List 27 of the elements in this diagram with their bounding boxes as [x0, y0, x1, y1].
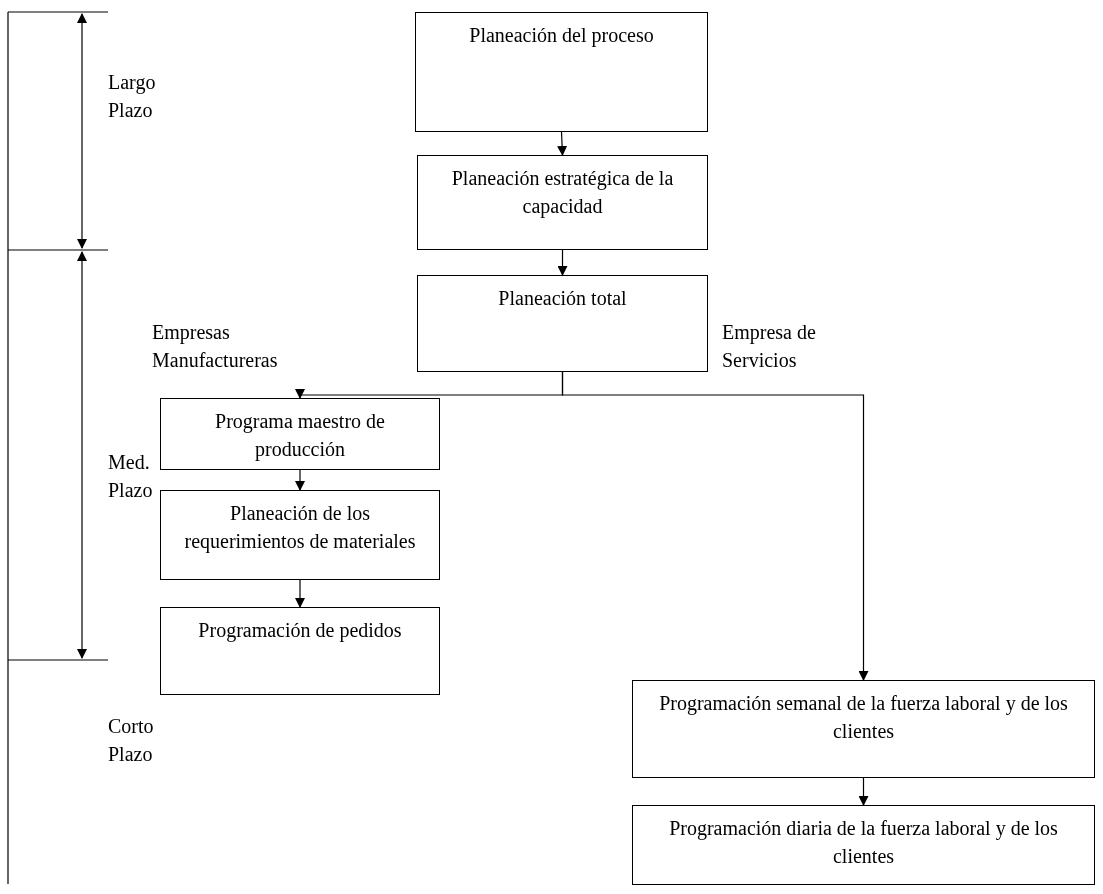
box-text: Programa maestro de producción	[214, 409, 386, 463]
box-text: Planeación total	[498, 286, 627, 311]
arrow	[557, 249, 568, 276]
box-text: Programación semanal de la fuerza laboral y de los clientes	[658, 691, 1069, 744]
box-text: Planeación de los requerimientos de materiales	[183, 501, 417, 555]
label-text: Empresa de Servicios	[722, 320, 817, 373]
label-text: Corto Plazo	[108, 714, 155, 767]
arrow	[557, 131, 568, 156]
box-text: Planeación estratégica de la capacidad	[450, 166, 675, 220]
process-box	[415, 12, 708, 132]
box-text: Programación diaria de la fuerza laboral y de los clientes	[668, 816, 1059, 869]
process-box	[160, 607, 440, 695]
process-box	[417, 275, 708, 372]
process-box	[632, 680, 1095, 778]
process-box	[417, 155, 708, 250]
label-text: Med. Plazo	[108, 450, 154, 503]
arrow	[858, 777, 869, 806]
process-box	[632, 805, 1095, 885]
process-box	[160, 490, 440, 580]
label-text: Empresas Manufactureras	[152, 320, 279, 373]
arrow	[561, 371, 869, 681]
box-text: Programación de pedidos	[198, 618, 402, 644]
arrow	[295, 579, 305, 608]
box-text: Planeación del proceso	[469, 23, 654, 49]
label-text: Largo Plazo	[108, 70, 157, 123]
process-box	[160, 398, 440, 470]
arrow	[295, 469, 305, 491]
